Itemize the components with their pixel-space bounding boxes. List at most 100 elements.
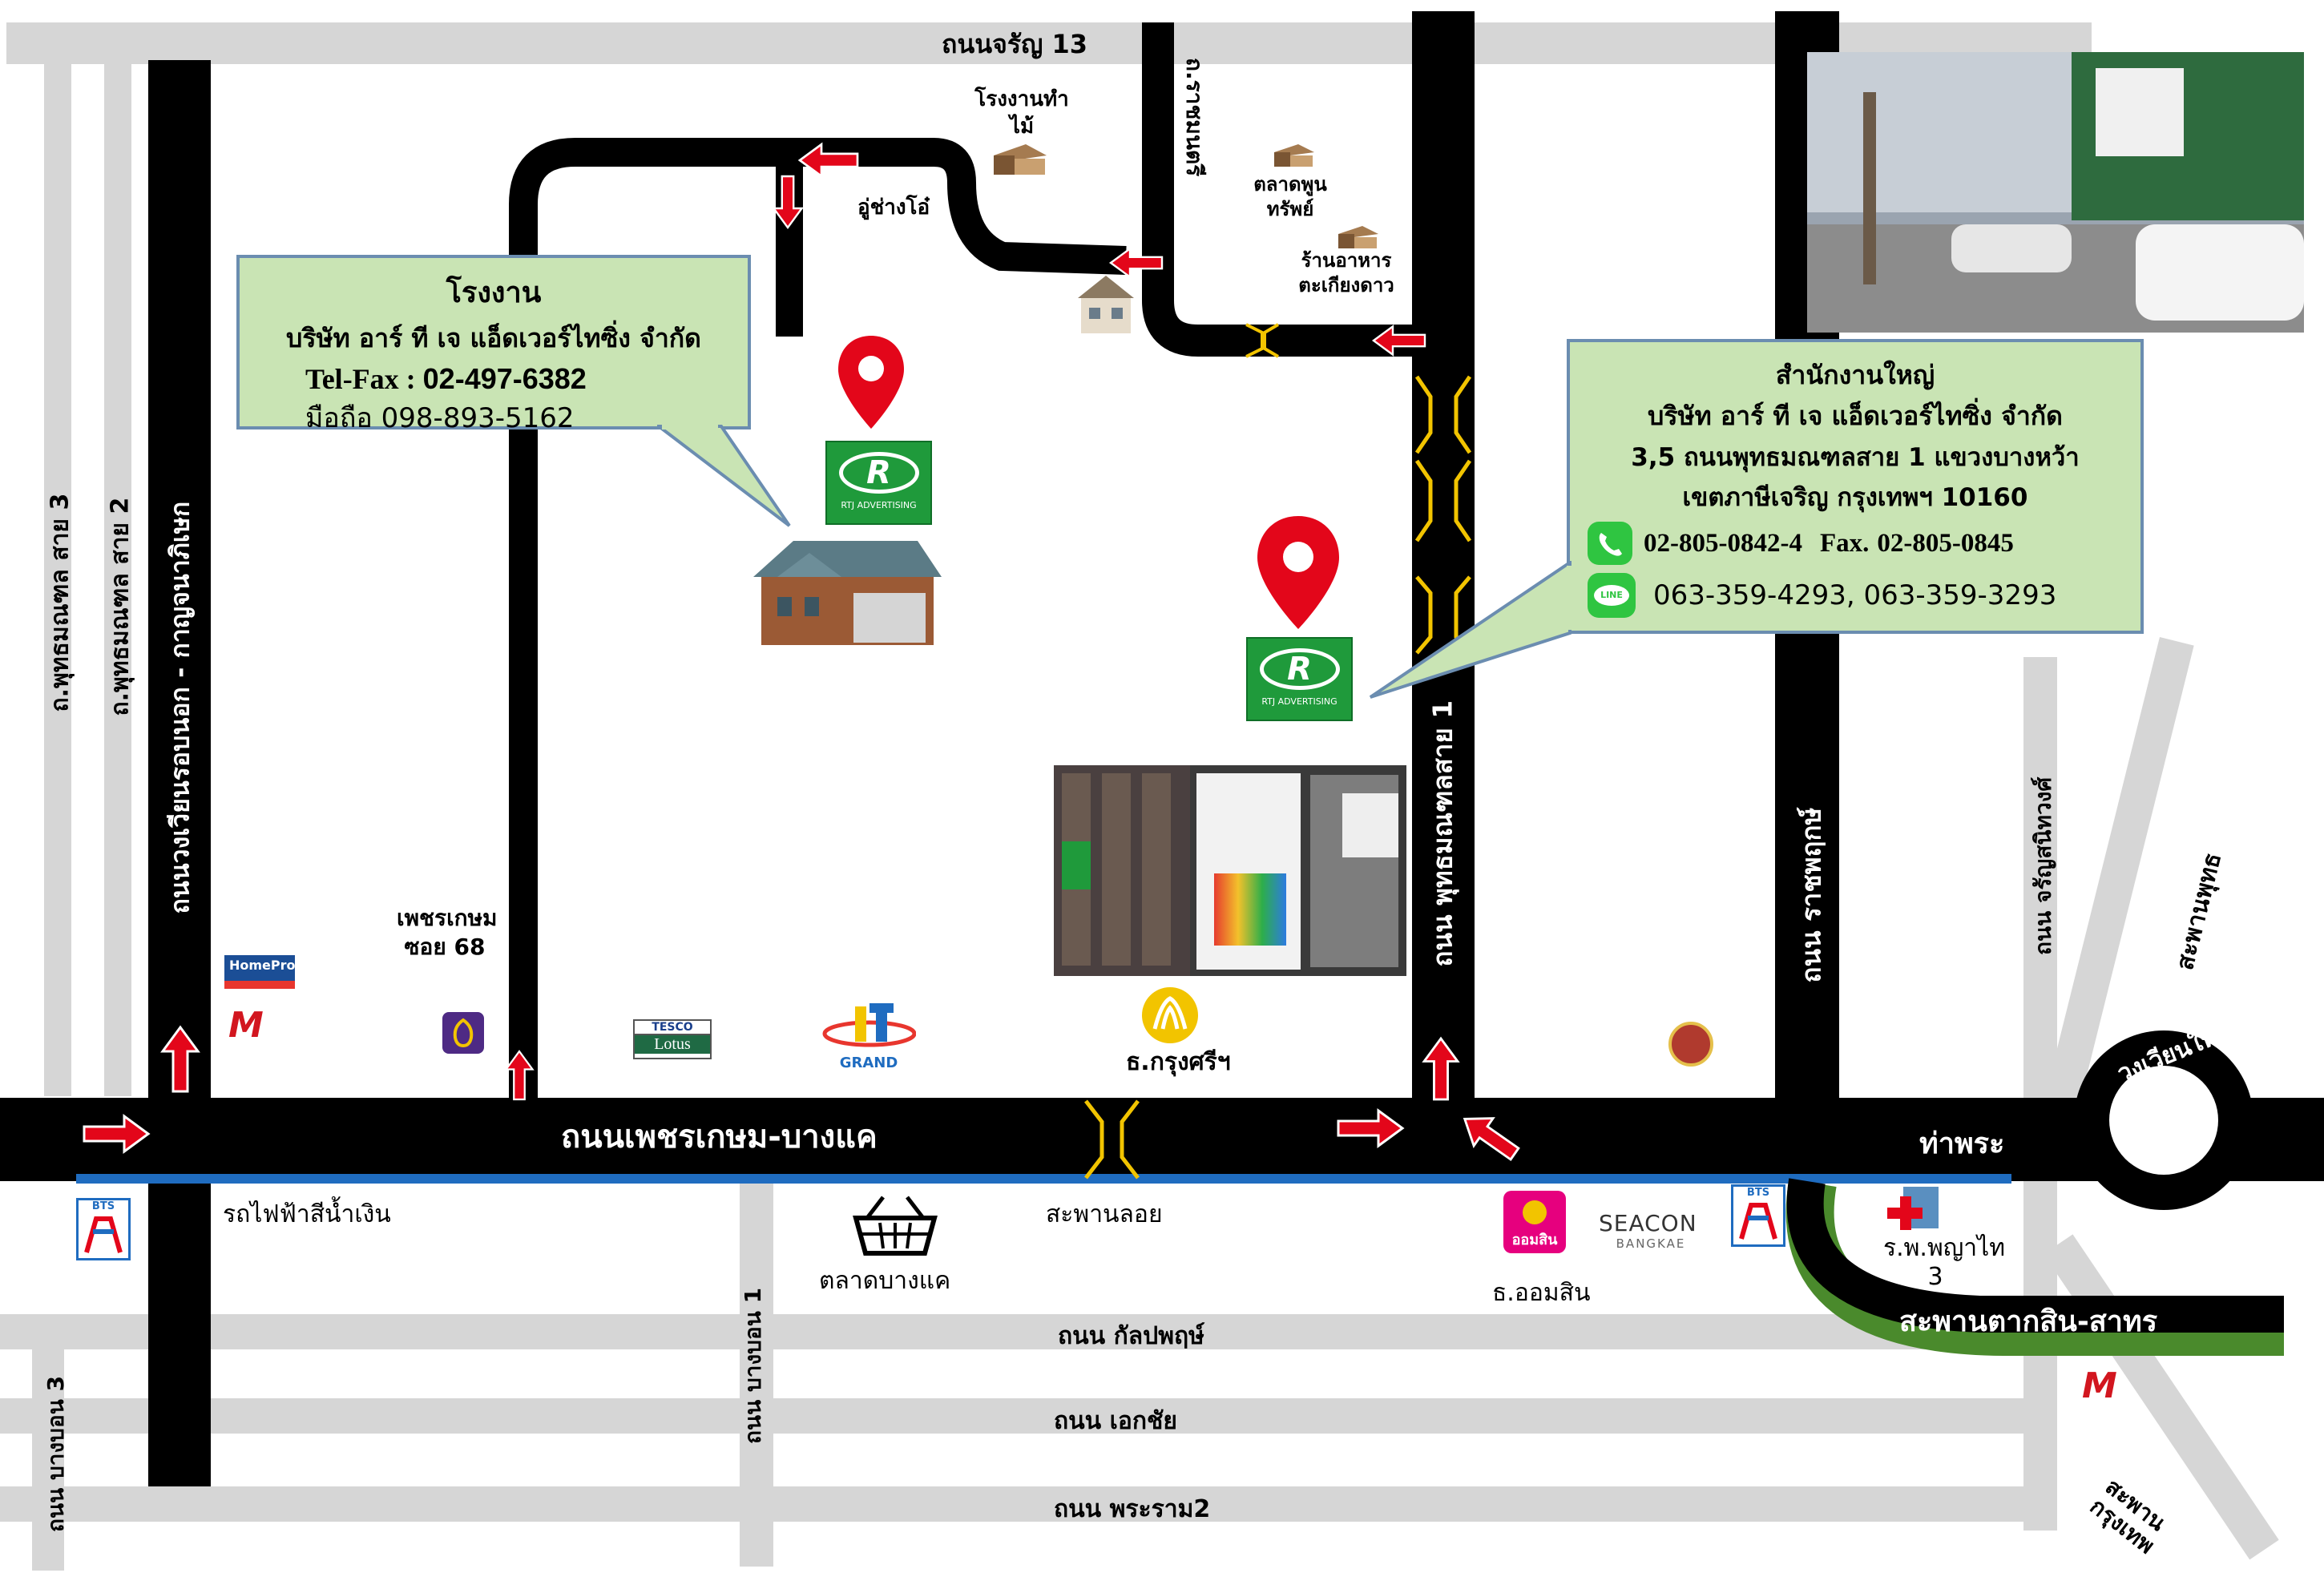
label-market-poon: ตลาดพูนทรัพย์ bbox=[1253, 173, 1327, 221]
arrow-phetkasem-mid bbox=[1337, 1109, 1404, 1147]
bridge-taksin-black bbox=[1786, 1178, 2284, 1333]
house-icon-restaurant bbox=[1338, 226, 1378, 250]
rtj-logo-text-hq: RTJ ADVERTISING bbox=[1261, 696, 1338, 707]
road-charan13 bbox=[6, 22, 2092, 64]
label-kanlapaphruek: ถนน กัลปพฤษ์ bbox=[1058, 1322, 1204, 1350]
location-pin-icon-hq[interactable] bbox=[1254, 513, 1342, 633]
factory-mobile[interactable]: 098-893-5162 bbox=[381, 402, 575, 434]
lane-marks-pm1 bbox=[1414, 375, 1472, 655]
factory-company: บริษัท อาร์ ที เจ แอ็ดเวอร์ไทซิ่ง จำกัด bbox=[286, 323, 701, 353]
label-tha-phra: ท่าพระ bbox=[1919, 1127, 2005, 1160]
gsb-bank-logo: ออมสิน bbox=[1503, 1191, 1566, 1253]
arrow-soi68-up bbox=[505, 1050, 534, 1101]
road-phutthamonthon2 bbox=[104, 22, 131, 1096]
house-icon-market bbox=[1274, 144, 1314, 168]
road-bangbon1 bbox=[740, 1182, 773, 1567]
tesco-lotus-logo: TESCO Lotus bbox=[633, 1019, 712, 1059]
label-taksin: สะพานตากสิน-สาทร bbox=[1899, 1305, 2158, 1338]
it-grand-logo: GRAND bbox=[821, 1002, 917, 1074]
factory-callout-pointer bbox=[657, 425, 791, 527]
street-view-photo bbox=[1807, 52, 2304, 333]
hq-callout-pointer bbox=[1369, 561, 1573, 699]
label-phetkasem: ถนนเพชรเกษม-บางแค bbox=[561, 1119, 878, 1155]
road-soi68 bbox=[509, 138, 1127, 1103]
location-pin-icon-factory[interactable] bbox=[835, 333, 907, 433]
crossing-soi bbox=[1245, 323, 1280, 358]
hq-fax-label: Fax. bbox=[1819, 528, 1870, 558]
road-phetkasem bbox=[0, 1098, 2324, 1181]
police-emblem bbox=[1668, 1022, 1713, 1067]
line-app-icon: LINE bbox=[1588, 573, 1636, 618]
hq-line-row: LINE 063-359-4293, 063-359-3293 bbox=[1588, 573, 2123, 618]
label-gsb: ธ.ออมสิน bbox=[1492, 1279, 1591, 1307]
hq-line-ids[interactable]: 063-359-4293, 063-359-3293 bbox=[1653, 579, 2057, 611]
factory-mobile-label: มือถือ bbox=[305, 402, 373, 434]
bts-logo-left: BTS bbox=[76, 1198, 131, 1260]
factory-mobile-row: มือถือ 098-893-5162 bbox=[305, 396, 732, 439]
arrow-phetkasem-left bbox=[83, 1115, 150, 1153]
hq-address2: เขตภาษีเจริญ กรุงเทพฯ 10160 bbox=[1682, 483, 2028, 512]
crossing-phetkasem bbox=[1084, 1099, 1140, 1180]
rtj-logo-factory: R RTJ ADVERTISING bbox=[825, 441, 932, 525]
arrow-pm1-left bbox=[1372, 325, 1426, 356]
label-soi68: เพชรเกษมซอย 68 bbox=[397, 905, 498, 961]
krungsri-logo bbox=[1142, 987, 1198, 1043]
factory-title: โรงงาน bbox=[446, 276, 542, 309]
shopping-basket-icon bbox=[851, 1194, 939, 1256]
hq-phone-row: 02-805-0842-4 Fax. 02-805-0845 bbox=[1588, 522, 2123, 565]
hq-company: บริษัท อาร์ ที เจ แอ็ดเวอร์ไทซิ่ง จำกัด bbox=[1648, 401, 2063, 431]
label-ekkachai: ถนน เอกชัย bbox=[1054, 1407, 1177, 1435]
road-kanlapaphruek bbox=[0, 1314, 2052, 1349]
rtj-logo-text: RTJ ADVERTISING bbox=[841, 500, 917, 510]
label-restaurant: ร้านอาหารตะเกียงดาว bbox=[1298, 249, 1394, 297]
label-wood-factory: โรงงานทำไม้ bbox=[974, 87, 1069, 139]
seacon-logo: SEACON BANGKAE bbox=[1599, 1210, 1697, 1251]
road-phutthamonthon3 bbox=[44, 22, 71, 1096]
scb-bank-logo bbox=[442, 1012, 484, 1054]
road-phutthamonthon1 bbox=[1412, 11, 1475, 1107]
arrow-soi-down bbox=[773, 175, 803, 229]
rtj-logo-hq: R RTJ ADVERTISING bbox=[1246, 637, 1353, 721]
bts-logo-right: BTS bbox=[1731, 1184, 1785, 1247]
themall-logo: M bbox=[228, 1005, 264, 1046]
rtj-logo-mark-hq: R bbox=[1259, 648, 1340, 690]
hospital-icon bbox=[1879, 1182, 1943, 1232]
homepro-logo: HomePro bbox=[224, 955, 296, 989]
factory-house-icon bbox=[753, 541, 942, 645]
rtj-logo-mark: R bbox=[838, 452, 919, 494]
road-rama2 bbox=[0, 1486, 2052, 1522]
bts-blue-line bbox=[76, 1174, 2011, 1184]
label-u-turn: จุดกลับรถ bbox=[1525, 1134, 1620, 1160]
factory-telfax-label: Tel-Fax : bbox=[305, 363, 416, 395]
label-car-service: อู่ช่างโอ๋ bbox=[857, 196, 930, 220]
label-bts-blue: รถไฟฟ้าสีน้ำเงิน bbox=[223, 1200, 391, 1228]
factory-info-box: โรงงาน บริษัท อาร์ ที เจ แอ็ดเวอร์ไทซิ่ง… bbox=[236, 255, 751, 434]
hq-info-box: สำนักงานใหญ่ บริษัท อาร์ ที เจ แอ็ดเวอร์… bbox=[1567, 339, 2144, 634]
phone-icon bbox=[1588, 522, 1632, 565]
house-icon-wood-factory bbox=[994, 144, 1047, 176]
house-icon-car-service bbox=[1070, 272, 1142, 337]
road-ekkachai bbox=[0, 1398, 2052, 1434]
label-floating-bridge: สะพานลอย bbox=[1046, 1200, 1163, 1228]
themall-logo-2: M bbox=[2082, 1365, 2117, 1406]
label-krungsri: ธ.กรุงศรีฯ bbox=[1126, 1048, 1231, 1076]
road-ratchamontri bbox=[1142, 22, 1422, 357]
road-ring bbox=[148, 60, 211, 1486]
factory-telfax-row: Tel-Fax : 02-497-6382 bbox=[305, 362, 732, 396]
label-charan13: ถนนจรัญ 13 bbox=[942, 29, 1087, 59]
hq-fax[interactable]: 02-805-0845 bbox=[1877, 528, 2014, 558]
arrow-ring-up bbox=[161, 1026, 200, 1093]
road-bangbon3 bbox=[32, 1314, 64, 1571]
label-rama2: ถนน พระราม2 bbox=[1054, 1495, 1211, 1523]
roundabout-center bbox=[2109, 1066, 2218, 1175]
hq-address1: 3,5 ถนนพุทธมณฑลสาย 1 แขวงบางหว้า bbox=[1631, 443, 2080, 472]
arrow-uturn bbox=[1454, 1103, 1526, 1169]
hq-phone[interactable]: 02-805-0842-4 bbox=[1644, 528, 1802, 558]
arrow-pm1-up bbox=[1422, 1037, 1459, 1101]
label-market-bangkhae: ตลาดบางแค bbox=[819, 1267, 951, 1295]
arrow-soi-left-top bbox=[798, 143, 859, 178]
hq-title: สำนักงานใหญ่ bbox=[1775, 360, 1935, 390]
factory-telfax[interactable]: 02-497-6382 bbox=[422, 362, 587, 395]
shop-building-photo bbox=[1054, 765, 1406, 976]
